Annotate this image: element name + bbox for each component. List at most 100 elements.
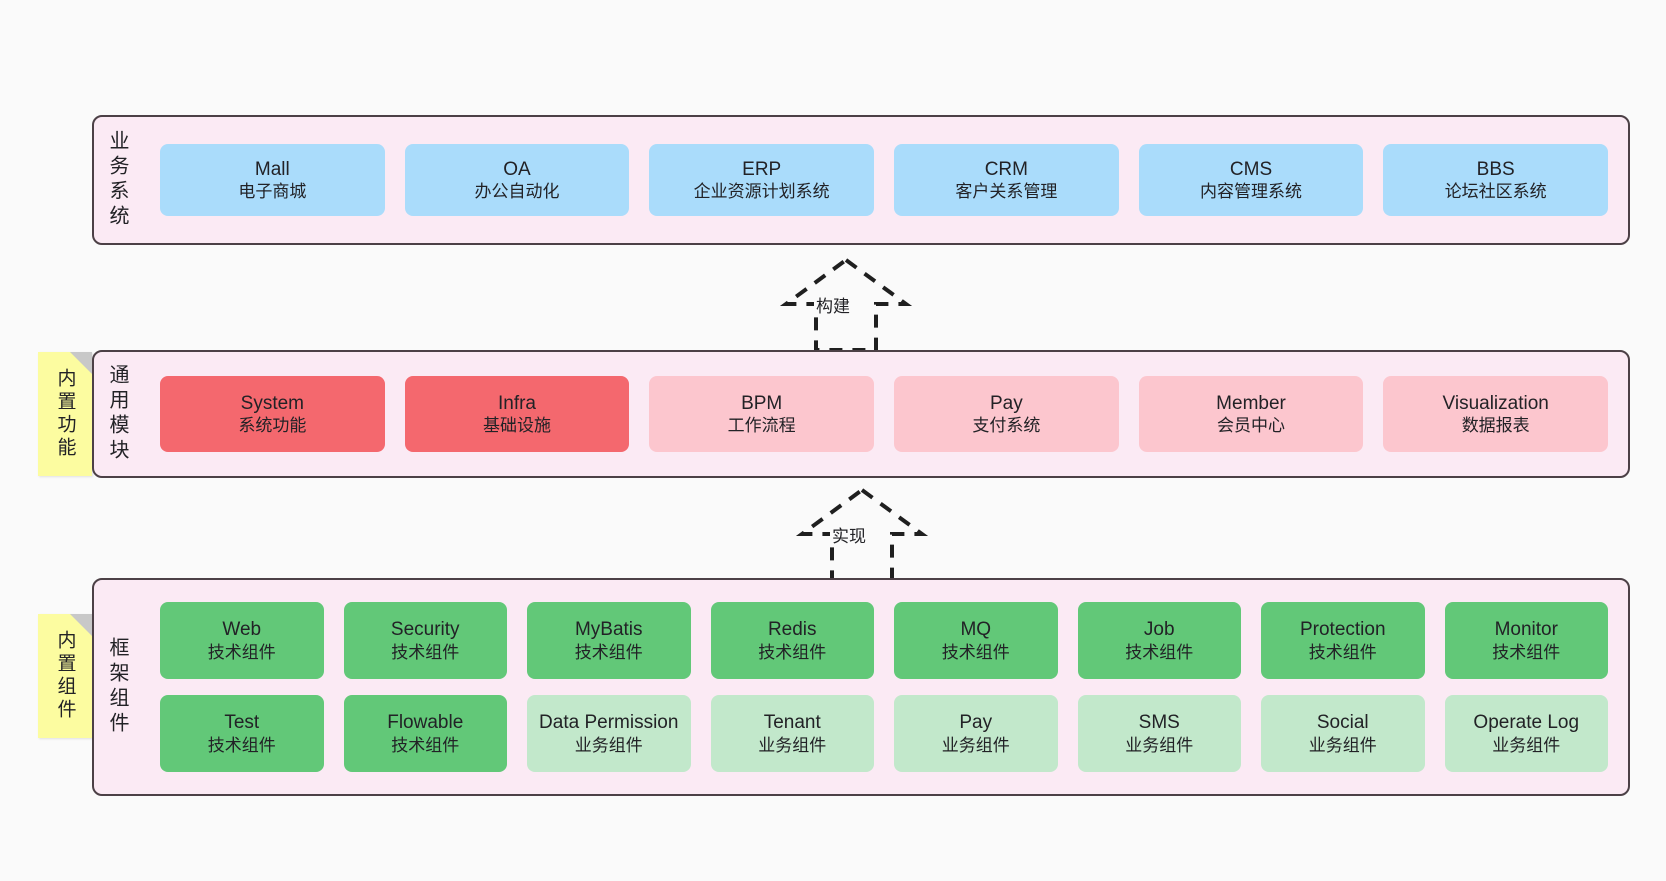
card-title: Web (222, 619, 262, 640)
card-crm[interactable]: CRM 客户关系管理 (894, 144, 1119, 216)
card-operate-log[interactable]: Operate Log 业务组件 (1444, 695, 1608, 772)
layer-framework-components: 框架组件 Web 技术组件 Security 技术组件 MyBatis 技术组件… (92, 578, 1630, 796)
card-bpm[interactable]: BPM 工作流程 (649, 376, 875, 452)
card-title: Infra (497, 392, 537, 414)
connector-build: 构建 (746, 252, 946, 352)
card-mq[interactable]: MQ 技术组件 (894, 602, 1058, 679)
layer-body-common: System 系统功能 Infra 基础设施 BPM 工作流程 Pay 支付系统… (140, 352, 1628, 476)
card-subtitle: 业务组件 (758, 735, 827, 755)
card-title: Member (1216, 392, 1286, 414)
card-title: Redis (767, 619, 817, 640)
card-subtitle: 内容管理系统 (1200, 182, 1303, 202)
card-title: Security (390, 619, 460, 640)
layer-business-systems: 业务系统 Mall 电子商城 OA 办公自动化 ERP 企业资源计划系统 CRM… (92, 115, 1630, 245)
card-row: Mall 电子商城 OA 办公自动化 ERP 企业资源计划系统 CRM 客户关系… (160, 144, 1609, 216)
card-row: Test 技术组件 Flowable 技术组件 Data Permission … (160, 695, 1608, 772)
card-redis[interactable]: Redis 技术组件 (710, 602, 874, 679)
card-row: System 系统功能 Infra 基础设施 BPM 工作流程 Pay 支付系统… (160, 376, 1609, 452)
hollow-arrow-up-icon (795, 487, 929, 582)
card-tenant[interactable]: Tenant 业务组件 (710, 695, 874, 772)
card-test[interactable]: Test 技术组件 (160, 695, 324, 772)
connector-label-realize: 实现 (830, 522, 868, 547)
card-title: CRM (984, 158, 1028, 180)
card-subtitle: 客户关系管理 (955, 182, 1058, 202)
card-monitor[interactable]: Monitor 技术组件 (1444, 602, 1608, 679)
card-subtitle: 业务组件 (1125, 735, 1194, 755)
card-mybatis[interactable]: MyBatis 技术组件 (527, 602, 691, 679)
card-title: Social (1316, 712, 1369, 733)
layer-body-business: Mall 电子商城 OA 办公自动化 ERP 企业资源计划系统 CRM 客户关系… (140, 117, 1628, 243)
card-flowable[interactable]: Flowable 技术组件 (343, 695, 507, 772)
card-erp[interactable]: ERP 企业资源计划系统 (649, 144, 875, 216)
card-subtitle: 业务组件 (1308, 735, 1377, 755)
card-title: Tenant (763, 712, 821, 733)
card-title: System (240, 392, 305, 414)
card-title: BPM (741, 392, 783, 414)
card-subtitle: 基础设施 (483, 416, 551, 436)
card-subtitle: 论坛社区系统 (1444, 182, 1547, 202)
card-subtitle: 业务组件 (1492, 735, 1561, 755)
card-subtitle: 技术组件 (758, 642, 827, 662)
card-title: Data Permission (539, 712, 679, 733)
card-title: Operate Log (1473, 712, 1580, 733)
card-mall[interactable]: Mall 电子商城 (160, 144, 385, 216)
card-cms[interactable]: CMS 内容管理系统 (1138, 144, 1364, 216)
card-title: SMS (1138, 712, 1180, 733)
card-subtitle: 技术组件 (1492, 642, 1561, 662)
card-subtitle: 电子商城 (238, 182, 307, 202)
layer-body-frame: Web 技术组件 Security 技术组件 MyBatis 技术组件 Redi… (140, 580, 1628, 794)
card-pay[interactable]: Pay 支付系统 (894, 376, 1119, 452)
card-subtitle: 工作流程 (727, 416, 796, 436)
card-title: Visualization (1442, 392, 1549, 414)
card-title: MyBatis (574, 619, 643, 640)
card-protection[interactable]: Protection 技术组件 (1261, 602, 1425, 679)
card-sms[interactable]: SMS 业务组件 (1077, 695, 1241, 772)
card-subtitle: 技术组件 (207, 735, 276, 755)
card-title: Pay (989, 392, 1023, 414)
card-title: OA (503, 158, 531, 180)
card-title: Pay (959, 712, 993, 733)
card-subtitle: 技术组件 (941, 642, 1010, 662)
card-subtitle: 业务组件 (574, 735, 643, 755)
card-security[interactable]: Security 技术组件 (343, 602, 507, 679)
sticky-note-builtin-function: 内置功能 (38, 352, 92, 476)
card-subtitle: 技术组件 (391, 735, 460, 755)
card-title: ERP (742, 158, 782, 180)
card-member[interactable]: Member 会员中心 (1138, 376, 1364, 452)
layer-label-business: 业务系统 (106, 130, 128, 230)
card-title: Test (224, 712, 260, 733)
card-title: Monitor (1494, 619, 1558, 640)
card-subtitle: 企业资源计划系统 (693, 182, 830, 202)
card-subtitle: 办公自动化 (474, 182, 560, 202)
card-subtitle: 系统功能 (238, 416, 307, 436)
connector-label-build: 构建 (814, 292, 852, 317)
card-visualization[interactable]: Visualization 数据报表 (1383, 376, 1609, 452)
card-subtitle: 技术组件 (391, 642, 460, 662)
card-web[interactable]: Web 技术组件 (160, 602, 324, 679)
card-title: Job (1143, 619, 1175, 640)
card-subtitle: 业务组件 (941, 735, 1010, 755)
card-infra[interactable]: Infra 基础设施 (404, 376, 630, 452)
card-oa[interactable]: OA 办公自动化 (404, 144, 630, 216)
card-system[interactable]: System 系统功能 (160, 376, 385, 452)
card-job[interactable]: Job 技术组件 (1077, 602, 1241, 679)
connector-realize: 实现 (762, 482, 962, 582)
layer-label-frame: 框架组件 (106, 637, 128, 737)
card-social[interactable]: Social 业务组件 (1261, 695, 1425, 772)
card-data-permission[interactable]: Data Permission 业务组件 (527, 695, 691, 772)
card-subtitle: 技术组件 (574, 642, 643, 662)
sticky-note-label: 内置功能 (54, 368, 76, 460)
card-title: Flowable (387, 712, 464, 733)
card-subtitle: 数据报表 (1461, 416, 1530, 436)
card-row: Web 技术组件 Security 技术组件 MyBatis 技术组件 Redi… (160, 602, 1608, 679)
card-bbs[interactable]: BBS 论坛社区系统 (1383, 144, 1609, 216)
card-pay-business[interactable]: Pay 业务组件 (894, 695, 1058, 772)
card-title: CMS (1229, 158, 1273, 180)
layer-common-modules: 通用模块 System 系统功能 Infra 基础设施 BPM 工作流程 Pay… (92, 350, 1630, 478)
card-title: MQ (960, 619, 992, 640)
card-title: Mall (254, 158, 290, 180)
card-subtitle: 技术组件 (1308, 642, 1377, 662)
sticky-note-label: 内置组件 (54, 630, 76, 722)
sticky-note-builtin-component: 内置组件 (38, 614, 92, 738)
